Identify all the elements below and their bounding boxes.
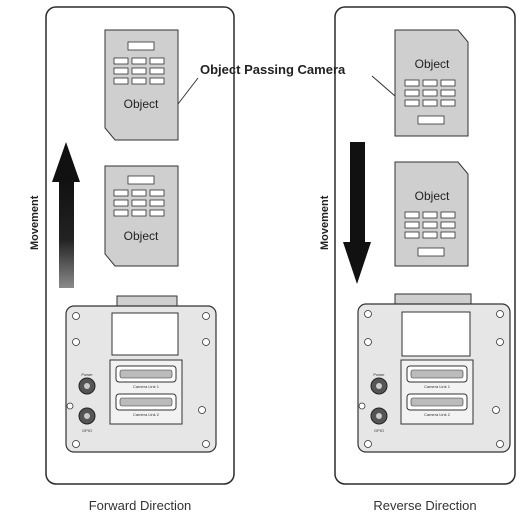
camera-link-connector: Camera Link 1 (406, 365, 468, 389)
panel-caption: Forward Direction (89, 498, 192, 513)
camera-body: Camera Link 1 Camera Link 2 Power GPIO (357, 293, 511, 453)
svg-text:Camera Link 2: Camera Link 2 (424, 412, 451, 417)
svg-text:Camera Link 1: Camera Link 1 (133, 384, 160, 389)
camera-link-connector: Camera Link 1 (115, 365, 177, 389)
object-card: Object (104, 165, 179, 267)
callout: Object Passing Camera (177, 62, 396, 105)
object-card: Object (394, 161, 469, 267)
movement-up-arrow (52, 142, 80, 288)
callout-label: Object Passing Camera (200, 62, 346, 77)
svg-text:Camera Link 2: Camera Link 2 (133, 412, 160, 417)
reverse-panel: Movement Object Object (319, 6, 516, 513)
object-label: Object (124, 229, 159, 243)
svg-text:Power: Power (81, 372, 93, 377)
movement-label: Movement (29, 195, 41, 250)
object-label: Object (415, 189, 450, 203)
forward-panel: Movement Object Object (29, 6, 235, 513)
svg-text:Camera Link 1: Camera Link 1 (424, 384, 451, 389)
panel-caption: Reverse Direction (373, 498, 476, 513)
movement-label: Movement (319, 195, 331, 250)
camera-link-connector: Camera Link 2 (115, 393, 177, 417)
callout-leader-left (177, 77, 199, 105)
camera-body: Camera Link 1 Camera Link 2 Power GPIO (65, 295, 217, 453)
object-label: Object (415, 57, 450, 71)
svg-text:GPIO: GPIO (82, 428, 92, 433)
power-port-icon: Power (370, 372, 388, 395)
power-port-icon: Power (78, 372, 96, 395)
callout-leader-right (371, 75, 396, 97)
svg-text:GPIO: GPIO (374, 428, 384, 433)
object-card: Object (394, 29, 469, 137)
camera-link-connector: Camera Link 2 (406, 393, 468, 417)
object-label: Object (124, 97, 159, 111)
object-card: Object (104, 29, 179, 141)
movement-down-arrow (343, 142, 371, 284)
gpio-port-icon: GPIO (370, 407, 388, 433)
gpio-port-icon: GPIO (78, 407, 96, 433)
svg-text:Power: Power (373, 372, 385, 377)
